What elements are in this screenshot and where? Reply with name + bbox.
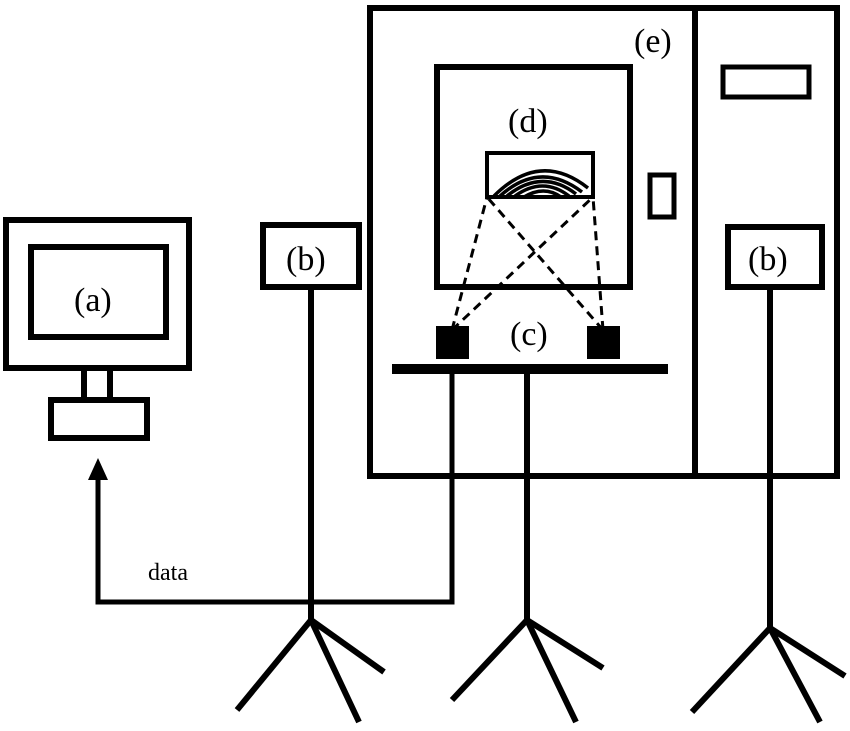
- beam-right-to-left: [485, 196, 605, 331]
- beam-left-to-right: [450, 195, 595, 332]
- computer-base: [48, 397, 150, 441]
- specimen-frame: [485, 151, 595, 199]
- camera-left-label: (b): [286, 241, 326, 278]
- chamber-outer-frame: [367, 5, 840, 479]
- sensors-label: (c): [510, 316, 548, 353]
- data-cable: [95, 369, 455, 605]
- chamber-door-handle: [647, 172, 677, 220]
- beam-left-to-left: [450, 196, 489, 331]
- camera-left: (b): [234, 222, 386, 724]
- sensor-left: [436, 326, 469, 359]
- data-connection: data: [88, 369, 455, 605]
- data-flow-label: data: [148, 560, 188, 586]
- computer-label: (a): [74, 282, 112, 319]
- camera-right-body: [725, 224, 825, 290]
- camera-right-label: (b): [748, 241, 788, 278]
- sensor-beams: [450, 195, 605, 332]
- computer-neck: [81, 365, 113, 403]
- beam-right-to-right: [591, 196, 605, 331]
- data-arrow-head: [88, 458, 108, 480]
- fringe-pattern: [492, 169, 590, 199]
- environmental-chamber: (e): [367, 5, 840, 479]
- camera-right-tripod: [689, 287, 847, 724]
- specimen-label: (d): [508, 103, 548, 140]
- computer: (a): [3, 217, 192, 441]
- chamber-label: (e): [634, 23, 672, 60]
- sensor-assembly: (c): [392, 316, 668, 374]
- sensor-right: [587, 326, 620, 359]
- chamber-window: [434, 64, 633, 290]
- chamber-control-display: [720, 64, 812, 100]
- camera-left-tripod: [234, 287, 386, 724]
- computer-screen: [28, 244, 169, 340]
- center-tripod: [449, 369, 605, 724]
- camera-right: (b): [689, 224, 847, 724]
- specimen: (d): [485, 103, 595, 199]
